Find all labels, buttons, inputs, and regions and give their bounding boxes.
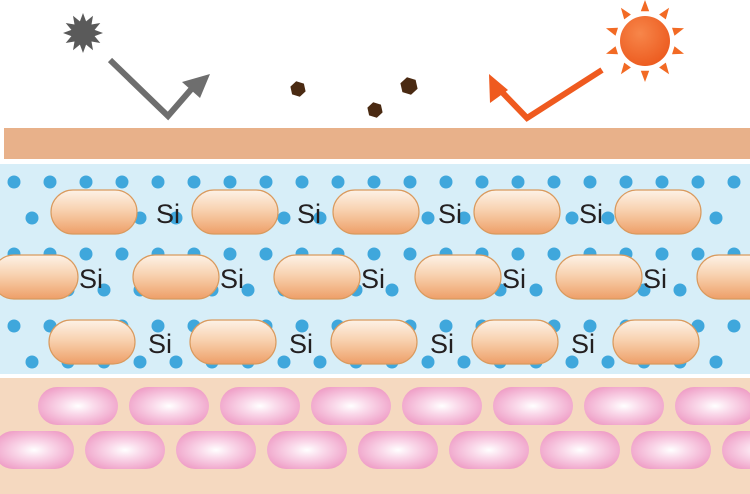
si-label: Si: [156, 199, 180, 229]
capsule: [471, 319, 559, 365]
si-label: Si: [148, 329, 172, 359]
capsule: [332, 189, 420, 235]
dermis-cell: [0, 431, 74, 469]
dermis-cell: [85, 431, 165, 469]
dermis-cell: [220, 387, 300, 425]
si-label: Si: [571, 329, 595, 359]
si-label: Si: [502, 264, 526, 294]
si-label: Si: [438, 199, 462, 229]
si-labels: SiSiSiSiSiSiSiSiSiSiSiSiSiSi: [79, 199, 667, 359]
skin-top-layer: [4, 128, 750, 159]
capsule: [48, 319, 136, 365]
capsule: [191, 189, 279, 235]
capsule: [696, 254, 750, 300]
particle: [290, 81, 306, 97]
si-label: Si: [297, 199, 321, 229]
particles: [290, 77, 418, 118]
capsule-rows: [0, 189, 750, 365]
capsule: [473, 189, 561, 235]
capsule: [555, 254, 643, 300]
dermis-cell: [129, 387, 209, 425]
capsule: [0, 254, 79, 300]
dermis-cell: [722, 431, 750, 469]
capsule: [414, 254, 502, 300]
capsule: [50, 189, 138, 235]
si-label: Si: [220, 264, 244, 294]
gray-star-icon: [63, 13, 103, 53]
capsule: [189, 319, 277, 365]
dermis-cell: [176, 431, 256, 469]
particle: [400, 77, 418, 95]
reflected-ray-left: [107, 57, 210, 121]
capsule: [612, 319, 700, 365]
si-label: Si: [289, 329, 313, 359]
si-label: Si: [361, 264, 385, 294]
capsule: [614, 189, 702, 235]
particle: [367, 102, 383, 118]
capsule: [273, 254, 361, 300]
dermis-cell: [267, 431, 347, 469]
si-label: Si: [579, 199, 603, 229]
dermis-cell: [449, 431, 529, 469]
dermis-cell: [358, 431, 438, 469]
si-label: Si: [430, 329, 454, 359]
capsule: [132, 254, 220, 300]
capsule: [330, 319, 418, 365]
dermis-cell: [38, 387, 118, 425]
dermis-cells: [0, 387, 750, 469]
dermis-cell: [631, 431, 711, 469]
sun-icon: [606, 0, 684, 82]
si-label: Si: [79, 264, 103, 294]
dermis-cell: [402, 387, 482, 425]
dermis-cell: [540, 431, 620, 469]
dermis-cell: [584, 387, 664, 425]
dermis-cell: [675, 387, 750, 425]
dermis-cell: [493, 387, 573, 425]
reflected-ray-right: [489, 67, 604, 122]
si-label: Si: [643, 264, 667, 294]
dermis-cell: [311, 387, 391, 425]
